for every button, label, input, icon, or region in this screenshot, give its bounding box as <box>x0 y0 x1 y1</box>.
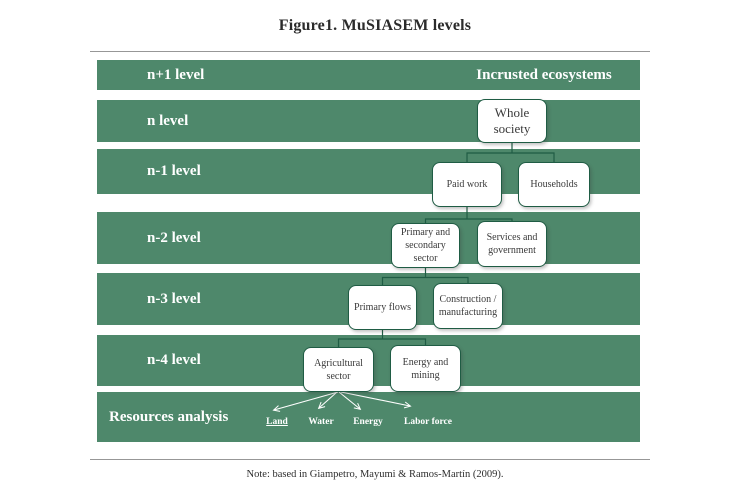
resource-label-water: Water <box>308 417 334 427</box>
node-label: Whole society <box>493 104 531 136</box>
level-label-n: n level <box>147 112 189 129</box>
figure-title: Figure1. MuSIASEM levels <box>278 17 472 34</box>
node-primary-secondary-sector: Primary and secondary sector <box>391 223 460 268</box>
figure-note: Note: based in Giampetro, Mayumi & Ramos… <box>246 469 504 480</box>
level-label-n-minus-2: n-2 level <box>147 229 201 246</box>
resources-analysis-label: Resources analysis <box>109 408 229 425</box>
bottom-divider <box>90 459 650 460</box>
level-label-n-minus-3: n-3 level <box>147 290 201 307</box>
incrusted-ecosystems-label: Incrusted ecosystems <box>476 66 612 83</box>
node-label: Services and government <box>486 232 538 256</box>
level-label-n-minus-4: n-4 level <box>147 352 201 368</box>
node-households: Households <box>518 162 590 207</box>
node-label: Primary and secondary sector <box>400 227 451 264</box>
node-label: Paid work <box>446 179 488 190</box>
node-paid-work: Paid work <box>432 162 502 207</box>
node-primary-flows: Primary flows <box>348 285 417 330</box>
level-bar-resources: Resources analysis <box>97 392 640 442</box>
node-label: Energy and mining <box>402 356 449 381</box>
level-label-n-plus-1: n+1 level <box>147 66 205 83</box>
node-whole-society: Whole society <box>477 99 547 143</box>
resource-label-land: Land <box>266 417 288 427</box>
node-services-government: Services and government <box>477 221 547 267</box>
node-label: Agricultural sector <box>314 357 363 382</box>
node-label: Primary flows <box>354 302 411 313</box>
level-bar-n-minus-2: n-2 level <box>97 212 640 264</box>
resource-label-energy: Energy <box>353 417 383 427</box>
node-label: Households <box>530 179 578 190</box>
node-energy-mining: Energy and mining <box>390 345 461 392</box>
node-construction-manufacturing: Construction / manufacturing <box>433 283 503 329</box>
node-agricultural-sector: Agricultural sector <box>303 347 374 392</box>
level-bar-n-plus-1: n+1 level Incrusted ecosystems <box>97 60 640 90</box>
node-label: Construction / manufacturing <box>438 294 498 318</box>
top-divider <box>90 51 650 52</box>
resource-label-labor-force: Labor force <box>404 417 452 427</box>
level-label-n-minus-1: n-1 level <box>147 163 201 179</box>
level-bar-n: n level <box>97 100 640 142</box>
